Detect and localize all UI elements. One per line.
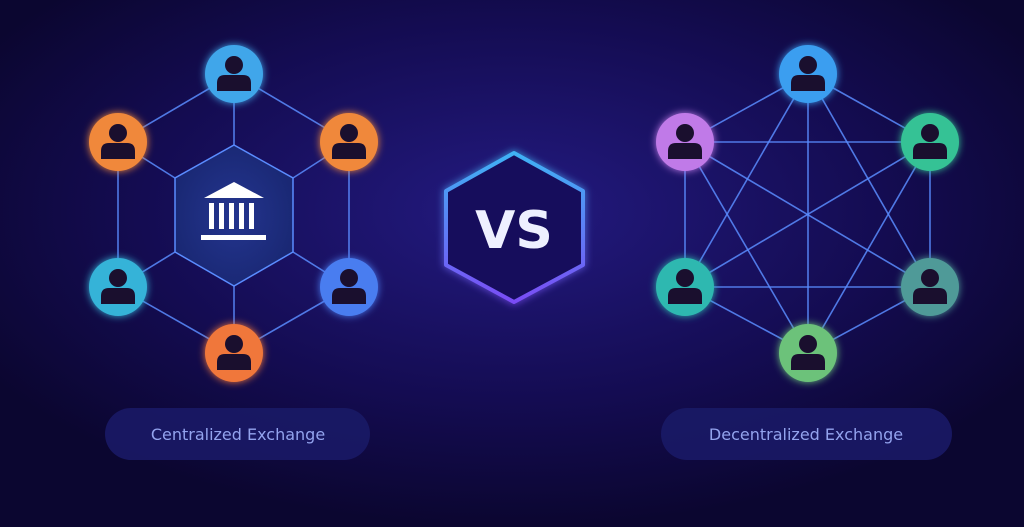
vs-badge: VS <box>444 151 585 304</box>
decentralized-label: Decentralized Exchange <box>709 425 903 444</box>
user-icon <box>668 269 702 304</box>
decentralized-label-pill: Decentralized Exchange <box>661 408 952 460</box>
user-icon <box>101 269 135 304</box>
vs-text: VS <box>475 201 553 261</box>
user-icon <box>217 56 251 91</box>
user-icon <box>668 124 702 159</box>
user-icon <box>791 335 825 370</box>
user-icon <box>913 124 947 159</box>
user-icon <box>101 124 135 159</box>
connection-line <box>807 73 931 288</box>
centralized-users <box>89 45 378 382</box>
user-node <box>779 45 837 103</box>
user-node <box>320 258 378 316</box>
user-icon <box>791 56 825 91</box>
user-icon <box>332 269 366 304</box>
decentralized-users <box>656 45 959 382</box>
connection-line <box>684 141 809 354</box>
user-icon <box>913 269 947 304</box>
user-node <box>320 113 378 171</box>
user-node <box>656 258 714 316</box>
connection-line <box>684 141 931 288</box>
user-icon <box>332 124 366 159</box>
centralized-label: Centralized Exchange <box>151 425 325 444</box>
bank-icon <box>201 182 266 240</box>
vs-hexagon <box>444 151 585 304</box>
user-node <box>205 324 263 382</box>
user-node <box>656 113 714 171</box>
user-node <box>901 113 959 171</box>
user-icon <box>217 335 251 370</box>
connection-line <box>807 141 931 354</box>
centralized-label-pill: Centralized Exchange <box>105 408 370 460</box>
user-node <box>901 258 959 316</box>
connection-line <box>684 73 809 288</box>
user-node <box>89 113 147 171</box>
user-node <box>779 324 837 382</box>
user-node <box>205 45 263 103</box>
user-node <box>89 258 147 316</box>
